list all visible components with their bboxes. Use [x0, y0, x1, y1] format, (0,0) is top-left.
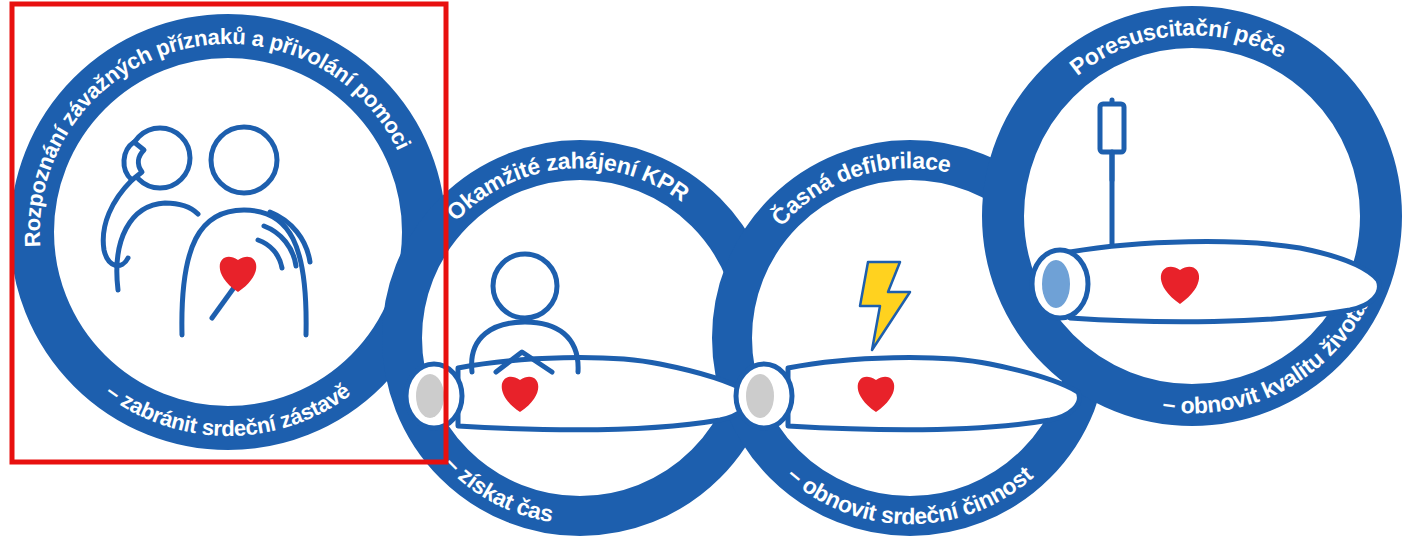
- link-goal: – zabránit srdeční zástavě: [102, 378, 355, 441]
- ring-text-layer: Okamžité zahájení KPR – získat čas: [382, 140, 778, 536]
- link-heading: Okamžité zahájení KPR: [441, 147, 694, 225]
- chain-link: Poresuscitační péče– obnovit kvalitu živ…: [982, 6, 1402, 426]
- heart-symbol: [858, 377, 895, 412]
- cpr-illustration: [406, 254, 749, 430]
- chain-link: Časná defibrilace – obnovit srdeční činno…: [712, 140, 1108, 536]
- link-heading: Poresuscitační péče: [1065, 14, 1291, 80]
- care-illustration: [1032, 100, 1379, 322]
- ring-text-layer: Poresuscitační péče– obnovit kvalitu živ…: [982, 6, 1402, 426]
- head-shade: [416, 374, 444, 418]
- link-goal: – získat čas: [440, 450, 555, 527]
- head-shade: [1042, 260, 1070, 308]
- lightning-symbol: [860, 262, 910, 350]
- highlight-frame: [12, 4, 446, 462]
- ring-text-layer: Časná defibrilace – obnovit srdeční činno…: [712, 140, 1108, 536]
- heart-symbol: [1161, 267, 1199, 304]
- link-ring: [982, 6, 1402, 426]
- caller-illustration: [103, 127, 310, 335]
- heart-symbol: [220, 257, 257, 292]
- link-goal: – obnovit srdeční činnost: [783, 461, 1038, 530]
- link-heading: Časná defibrilace: [765, 147, 953, 230]
- chain-link: Okamžité zahájení KPR – získat čas: [382, 140, 778, 536]
- heart-symbol: [502, 377, 539, 412]
- defibrillation-illustration: [736, 358, 1079, 430]
- head-shade: [746, 374, 774, 418]
